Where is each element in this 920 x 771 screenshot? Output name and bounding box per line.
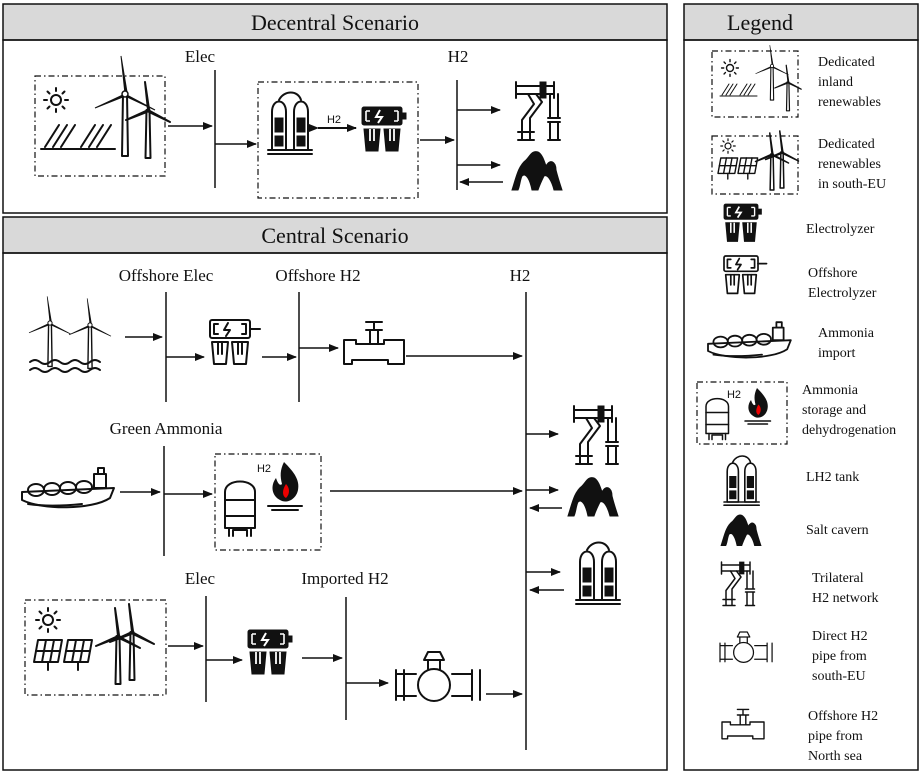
decentral-section: Decentral Scenario Elec H2 H2 (2, 3, 668, 214)
legend-label-ammonia-import: Ammonia import (818, 326, 878, 361)
electrolyzer-icon (723, 203, 763, 243)
trilateral-network-icon (515, 81, 561, 141)
salt-cavern-icon (720, 514, 762, 546)
bus-label-elec-south: Elec (185, 569, 216, 588)
wind-turbine-icon (774, 64, 802, 112)
trilateral-network-icon (720, 561, 756, 607)
legend-label-ammonia-dehydrogenation: Ammonia storage and dehydrogenation (802, 383, 896, 438)
central-title: Central Scenario (261, 223, 408, 248)
solar-panel-icon (40, 124, 116, 150)
legend-item-south-eu-renewables (711, 130, 800, 195)
south-eu-renewables-box (24, 599, 167, 696)
solar-panel-icon (63, 639, 93, 671)
decentral-title: Decentral Scenario (251, 10, 419, 35)
bus-label-offshore-elec: Offshore Elec (119, 266, 214, 285)
sun-icon (43, 87, 69, 113)
offshore-electrolyzer-icon (209, 319, 261, 365)
legend-label-inland-renewables: Dedicated inland renewables (818, 55, 881, 110)
electrolyzer-icon (361, 106, 407, 152)
legend: Legend H2 (683, 3, 919, 771)
legend-label-salt-cavern: Salt cavern (806, 523, 869, 538)
legend-label-electrolyzer: Electrolyzer (806, 222, 875, 237)
sun-icon (720, 138, 736, 154)
bus-label-h2: H2 (448, 47, 469, 66)
decentral-header-bg (2, 3, 668, 41)
flame-icon (744, 387, 772, 425)
legend-dash-box (696, 381, 788, 445)
wind-turbine-icon (754, 44, 790, 101)
offshore-electrolyzer-icon (723, 255, 768, 295)
legend-dash-box (711, 50, 799, 118)
legend-label-lh2-tank: LH2 tank (806, 470, 859, 485)
solar-panel-icon (717, 157, 739, 180)
legend-label-offshore-pipe: Offshore H2 pipe from North sea (808, 709, 882, 764)
solar-panel-icon (33, 639, 63, 671)
legend-label-offshore-electrolyzer: Offshore Electrolyzer (808, 266, 877, 301)
legend-title: Legend (727, 10, 793, 35)
legend-ammonia-box-label: H2 (727, 389, 741, 401)
legend-item-inland-renewables (711, 44, 802, 118)
ammonia-dehydrogenation-box (214, 453, 322, 551)
legend-label-direct-pipe: Direct H2 pipe from south-EU (812, 629, 871, 684)
sun-icon (720, 58, 740, 78)
salt-cavern-icon (511, 151, 563, 191)
ammonia-ship-icon (707, 321, 792, 359)
sun-icon (35, 607, 61, 633)
salt-cavern-icon (567, 477, 619, 517)
solar-panel-icon (719, 83, 758, 97)
lh2-tank-icon (267, 91, 313, 155)
bus-label-green-ammonia: Green Ammonia (110, 419, 223, 438)
waves-icon (29, 359, 101, 365)
bus-label-offshore-h2: Offshore H2 (275, 266, 360, 285)
trilateral-network-icon (573, 405, 619, 465)
legend-frame (683, 39, 919, 771)
bus-label-elec: Elec (185, 47, 216, 66)
ammonia-ship-icon (21, 467, 115, 509)
legend-item-ammonia-dehydrogenation: H2 (696, 381, 788, 445)
offshore-pipe-icon (343, 321, 405, 365)
offshore-pipe-icon (721, 708, 765, 740)
wind-turbine-icon (125, 81, 171, 159)
flame-icon (267, 461, 303, 511)
bus-label-central-h2: H2 (510, 266, 531, 285)
offshore-wind-turbine-icon (68, 297, 112, 370)
lh2-tank-icon (575, 541, 621, 605)
direct-pipe-icon (395, 651, 481, 702)
legend-label-trilateral-network: Trilateral H2 network (812, 571, 879, 606)
solar-panel-icon (737, 157, 759, 180)
legend-header-bg (683, 3, 919, 41)
ammonia-tank-icon (705, 397, 730, 441)
h2-link-label: H2 (327, 114, 341, 126)
lh2-tank-icon (723, 455, 761, 507)
decentral-frame (2, 39, 668, 214)
electrolyzer-icon (247, 629, 293, 675)
bus-label-imported-h2: Imported H2 (301, 569, 388, 588)
legend-label-south-eu-renewables: Dedicated renewables in south-EU (818, 137, 886, 192)
offshore-wind-turbine-icon (28, 295, 72, 368)
decentral-renewables-box (34, 75, 166, 177)
ammonia-tank-icon (224, 480, 256, 537)
ammonia-box-label: H2 (257, 463, 271, 475)
central-frame (2, 252, 668, 771)
decentral-storage-box (257, 81, 419, 199)
legend-dash-box (711, 135, 799, 195)
direct-pipe-icon (719, 631, 773, 664)
central-section: Central Scenario Offshore Elec Offshore … (2, 216, 668, 771)
